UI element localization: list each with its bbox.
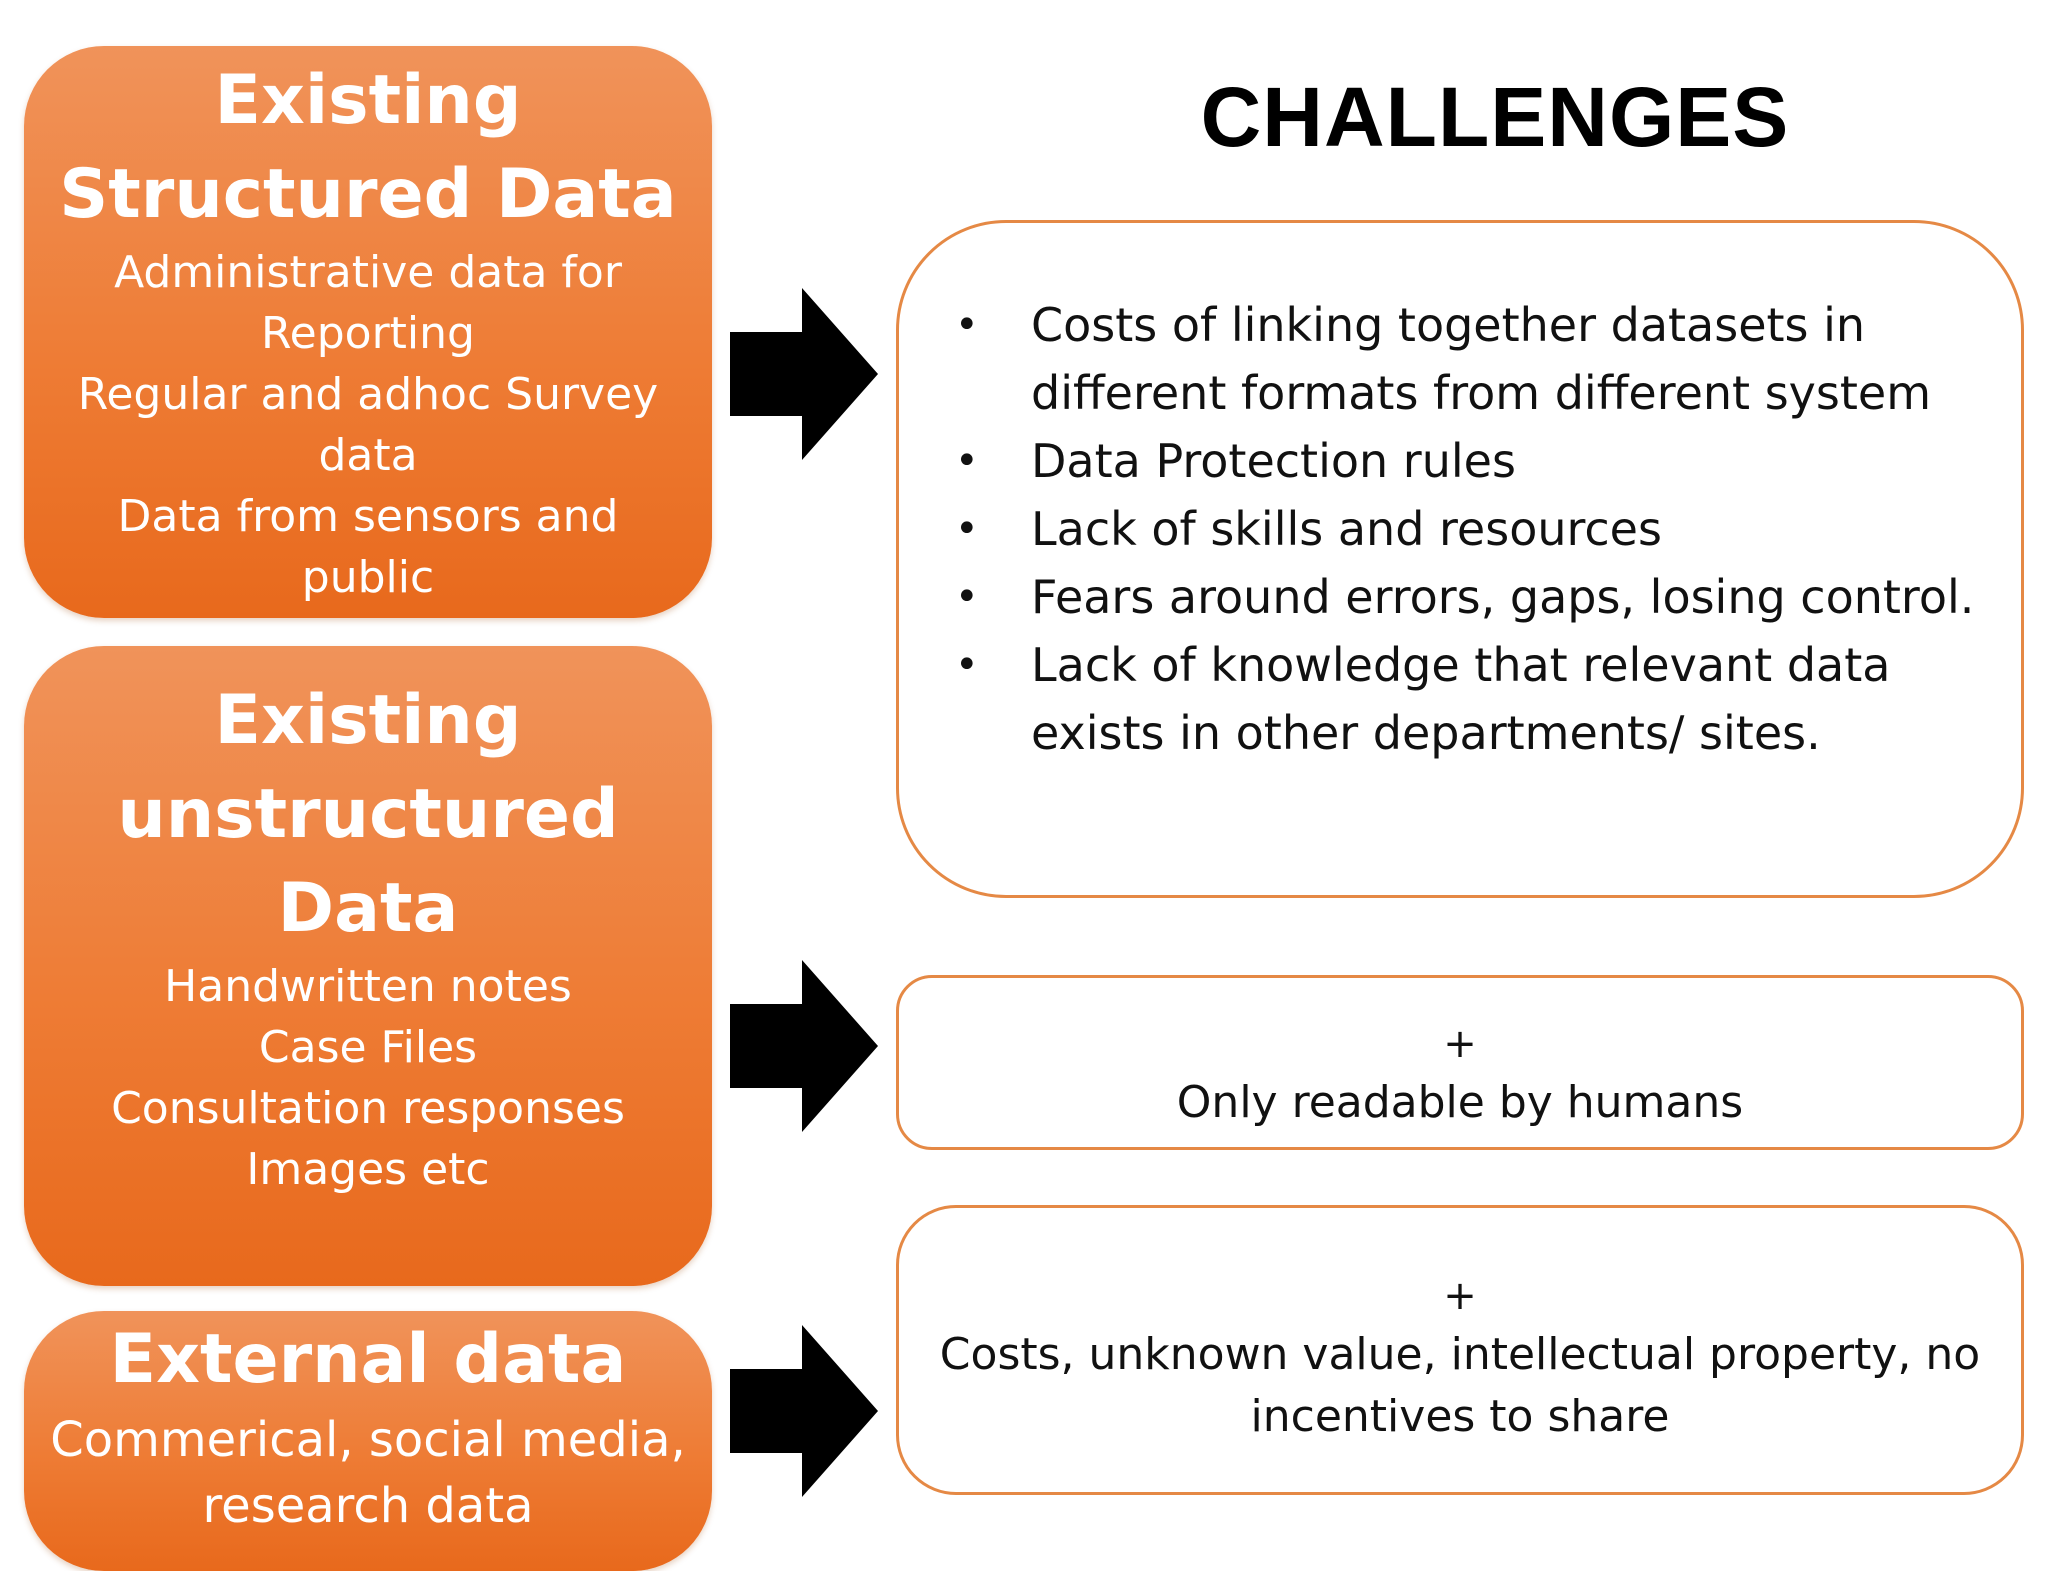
challenge-item-text: Costs of linking together datasets in (1031, 298, 1866, 352)
structured-data-line: Administrative data for (114, 247, 622, 298)
challenge-item-text: Fears around errors, gaps, losing contro… (1031, 570, 1975, 624)
challenges-heading: CHALLENGES (1200, 70, 1790, 164)
structured-data-title-line-1: Existing (214, 61, 522, 140)
structured-data-title-line-2: Structured Data (59, 155, 677, 234)
bullet-icon: • (955, 642, 979, 688)
bullet-icon: • (955, 302, 979, 348)
challenge-external-box: + Costs, unknown value, intellectual pro… (896, 1205, 2024, 1495)
plus-sign: + (1443, 1273, 1477, 1319)
unstructured-data-line: Case Files (258, 1022, 478, 1073)
challenge-item-text: different formats from different system (1031, 366, 1932, 420)
unstructured-data-title-line-3: Data (277, 869, 459, 948)
structured-data-line: Reporting (261, 308, 475, 359)
challenge-item: • Lack of skills and resources (899, 495, 2001, 563)
unstructured-data-title-line-1: Existing (214, 681, 522, 760)
challenge-human-readable-text: Only readable by humans (1176, 1077, 1744, 1128)
external-data-box: External data Commerical, social media, … (24, 1311, 712, 1571)
external-data-line: Commerical, social media, (50, 1412, 686, 1468)
unstructured-data-line: Consultation responses (111, 1083, 625, 1134)
external-data-line: research data (202, 1478, 534, 1534)
challenge-item-text: Lack of skills and resources (1031, 502, 1662, 556)
arrow-right-icon (730, 960, 878, 1132)
structured-data-line: public (301, 552, 435, 603)
arrow-right-icon (730, 288, 878, 460)
challenge-item-text: exists in other departments/ sites. (1031, 706, 1821, 760)
challenge-item-text: Data Protection rules (1031, 434, 1516, 488)
challenge-item-text: Lack of knowledge that relevant data (1031, 638, 1891, 692)
unstructured-data-title-line-2: unstructured (117, 775, 619, 854)
external-data-title: External data (109, 1320, 627, 1399)
bullet-icon: • (955, 506, 979, 552)
structured-data-line: Regular and adhoc Survey (77, 369, 659, 420)
unstructured-data-line: Images etc (246, 1144, 490, 1195)
arrow-right-icon (730, 1325, 878, 1497)
structured-data-box: Existing Structured Data Administrative … (24, 46, 712, 618)
structured-data-line: data (318, 430, 418, 481)
challenge-external-text: Costs, unknown value, intellectual prope… (939, 1329, 1981, 1380)
bullet-icon: • (955, 574, 979, 620)
challenge-human-readable-box: + Only readable by humans (896, 975, 2024, 1150)
challenge-item: • Costs of linking together datasets in … (899, 291, 2001, 427)
challenges-list: • Costs of linking together datasets in … (899, 291, 2001, 767)
challenge-item: • Data Protection rules (899, 427, 2001, 495)
challenge-external-text: incentives to share (1250, 1391, 1670, 1442)
challenge-item: • Fears around errors, gaps, losing cont… (899, 563, 2001, 631)
unstructured-data-box: Existing unstructured Data Handwritten n… (24, 646, 712, 1286)
unstructured-data-line: Handwritten notes (164, 961, 572, 1012)
structured-data-line: Data from sensors and (117, 491, 619, 542)
bullet-icon: • (955, 438, 979, 484)
challenges-main-box: • Costs of linking together datasets in … (896, 220, 2024, 898)
plus-sign: + (1443, 1021, 1477, 1067)
challenge-item: • Lack of knowledge that relevant data e… (899, 631, 2001, 767)
